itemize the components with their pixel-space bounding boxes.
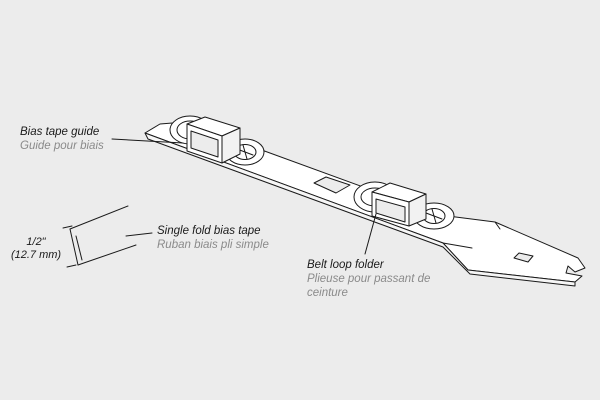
left-screw-slot-2 bbox=[242, 144, 248, 160]
label-single-fold-bias-tape: Single fold bias tape Ruban biais pli si… bbox=[157, 224, 269, 252]
left-guide-opening bbox=[190, 130, 219, 158]
label-bias-tape-guide-en: Bias tape guide bbox=[20, 126, 100, 138]
leader-belt-loop bbox=[364, 213, 377, 255]
dim-tick-bottom bbox=[66, 264, 77, 268]
label-single-fold-fr: Ruban biais pli simple bbox=[157, 239, 269, 251]
tail-slot bbox=[513, 252, 534, 263]
leader-single-fold bbox=[125, 232, 153, 237]
right-folder-side bbox=[408, 193, 427, 227]
label-bias-tape-guide-fr: Guide pour biais bbox=[20, 140, 104, 152]
right-screw-slot-2 bbox=[431, 208, 437, 224]
right-folder-opening bbox=[375, 198, 406, 223]
dimension-mm: (12.7 mm) bbox=[10, 249, 62, 261]
tape-inner-fold bbox=[75, 235, 83, 261]
dimension-label: 1/2" (12.7 mm) bbox=[6, 236, 66, 262]
label-belt-loop-folder: Belt loop folder Plieuse pour passant de… bbox=[307, 258, 430, 300]
tape-top-edge bbox=[69, 205, 129, 230]
label-single-fold-en: Single fold bias tape bbox=[157, 225, 261, 237]
label-belt-loop-en: Belt loop folder bbox=[307, 259, 384, 271]
leader-bias-tape-guide bbox=[111, 138, 184, 144]
diamond-slot bbox=[313, 176, 351, 194]
dimension-inch: 1/2" bbox=[26, 236, 46, 248]
label-bias-tape-guide: Bias tape guide Guide pour biais bbox=[20, 125, 104, 153]
dim-tick-top bbox=[62, 225, 73, 229]
label-belt-loop-fr-2: ceinture bbox=[307, 287, 348, 299]
tape-fold-line bbox=[69, 228, 79, 266]
plate-bend-line-2 bbox=[442, 242, 473, 249]
label-belt-loop-fr-1: Plieuse pour passant de bbox=[307, 273, 431, 285]
tape-bottom-edge bbox=[77, 244, 137, 266]
plate-bend-line bbox=[494, 221, 501, 230]
left-guide-side bbox=[221, 127, 241, 164]
plate-edge bbox=[144, 132, 576, 287]
